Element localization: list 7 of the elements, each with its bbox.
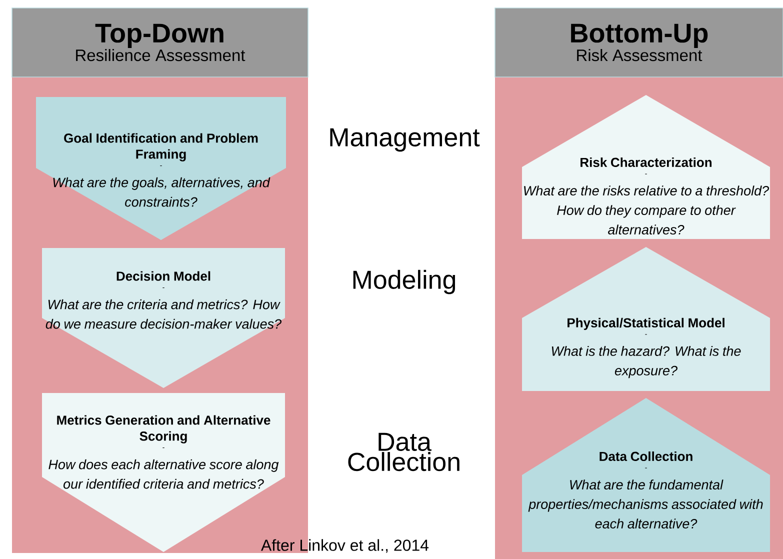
node-label: Resilience Assessment (76, 49, 246, 62)
node-label: Top-Down (95, 24, 224, 48)
node-label: Risk Assessment (577, 49, 702, 62)
stage-label: Modeling (353, 270, 456, 294)
stage-label: Management (330, 128, 480, 152)
node-label: Bottom-Up (571, 24, 708, 48)
stage-label: Data Collection (348, 432, 460, 472)
